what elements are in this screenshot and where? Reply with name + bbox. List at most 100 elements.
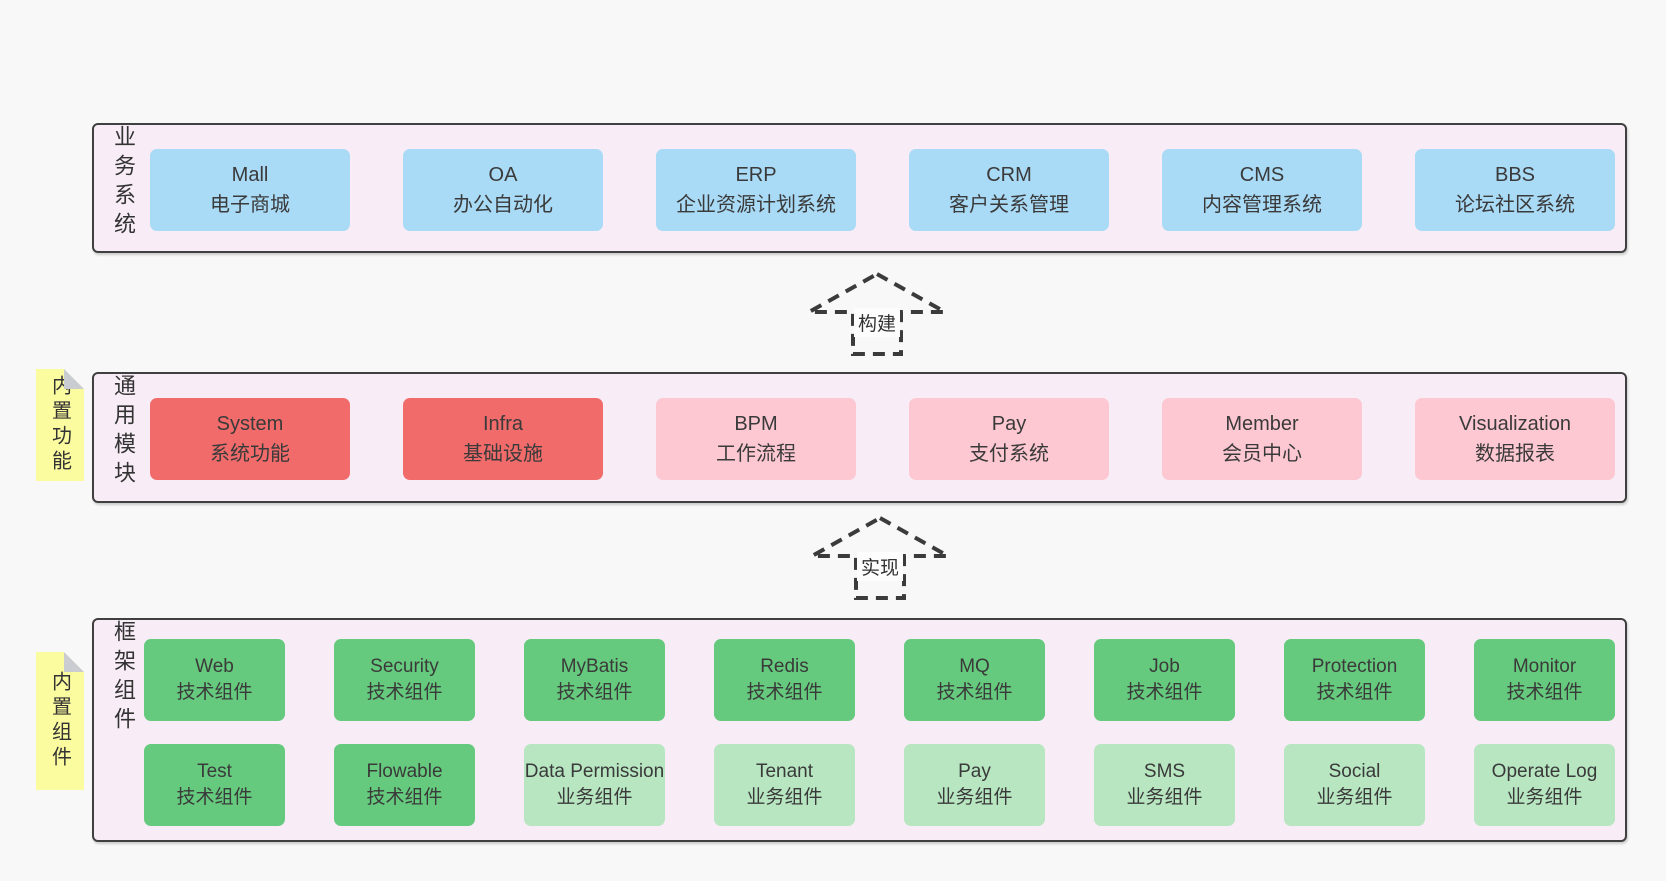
box-erp: ERP 企业资源计划系统	[656, 149, 856, 231]
arrow-up-implement-icon: 实现	[804, 515, 956, 600]
box-title: OA	[488, 164, 518, 186]
box-social: Social 业务组件	[1284, 744, 1425, 826]
box-title: Operate Log	[1491, 761, 1598, 782]
box-title: Security	[370, 656, 439, 677]
box-title: MyBatis	[560, 656, 629, 677]
box-title: Redis	[760, 656, 809, 677]
box-title: Member	[1225, 413, 1299, 435]
box-subtitle: 业务组件	[556, 787, 633, 808]
band-components-label: 框架组件	[111, 620, 136, 736]
box-flowable: Flowable 技术组件	[334, 744, 475, 826]
box-subtitle: 技术组件	[556, 682, 633, 703]
box-subtitle: 业务组件	[1506, 787, 1583, 808]
modules-boxes-row: System 系统功能 Infra 基础设施 BPM 工作流程 Pay 支付系统…	[150, 398, 1615, 480]
band-modules-label: 通用模块	[111, 374, 136, 490]
box-test: Test 技术组件	[144, 744, 285, 826]
box-subtitle: 技术组件	[746, 682, 823, 703]
box-infra: Infra 基础设施	[403, 398, 603, 480]
note-text: 内置功能	[48, 375, 71, 475]
band-common-modules: 通用模块 System 系统功能 Infra 基础设施 BPM 工作流程 Pay…	[92, 372, 1627, 503]
box-title: Web	[195, 656, 234, 677]
box-title: Tenant	[755, 761, 814, 782]
box-member: Member 会员中心	[1162, 398, 1362, 480]
box-title: CMS	[1239, 164, 1285, 186]
box-subtitle: 技术组件	[1316, 682, 1393, 703]
box-subtitle: 办公自动化	[453, 194, 553, 216]
box-redis: Redis 技术组件	[714, 639, 855, 721]
dashed-up-arrow-icon	[801, 271, 953, 356]
box-subtitle: 论坛社区系统	[1455, 194, 1575, 216]
box-bpm: BPM 工作流程	[656, 398, 856, 480]
box-title: Flowable	[366, 761, 443, 782]
box-data-permission: Data Permission 业务组件	[524, 744, 665, 826]
box-title: Test	[197, 761, 232, 782]
box-title: System	[216, 413, 284, 435]
box-subtitle: 业务组件	[746, 787, 823, 808]
box-job: Job 技术组件	[1094, 639, 1235, 721]
band-business-systems: 业务系统 Mall 电子商城 OA 办公自动化 ERP 企业资源计划系统 CRM…	[92, 123, 1627, 253]
note-built-in-features: 内置功能	[36, 369, 84, 481]
box-visualization: Visualization 数据报表	[1415, 398, 1615, 480]
box-title: Visualization	[1459, 413, 1571, 435]
box-mybatis: MyBatis 技术组件	[524, 639, 665, 721]
components-row-2: Test 技术组件 Flowable 技术组件 Data Permission …	[144, 744, 1615, 826]
box-subtitle: 技术组件	[1126, 682, 1203, 703]
box-title: Infra	[482, 413, 524, 435]
box-title: Data Permission	[524, 761, 665, 782]
box-oa: OA 办公自动化	[403, 149, 603, 231]
components-row-1: Web 技术组件 Security 技术组件 MyBatis 技术组件 Redi…	[144, 639, 1615, 721]
box-subtitle: 业务组件	[1126, 787, 1203, 808]
box-crm: CRM 客户关系管理	[909, 149, 1109, 231]
band-business-label: 业务系统	[111, 125, 136, 241]
box-title: BPM	[734, 413, 778, 435]
box-title: Monitor	[1512, 656, 1577, 677]
box-protection: Protection 技术组件	[1284, 639, 1425, 721]
box-security: Security 技术组件	[334, 639, 475, 721]
box-subtitle: 支付系统	[969, 443, 1049, 465]
box-title: Social	[1328, 761, 1381, 782]
box-subtitle: 企业资源计划系统	[676, 194, 836, 216]
business-boxes-row: Mall 电子商城 OA 办公自动化 ERP 企业资源计划系统 CRM 客户关系…	[150, 149, 1615, 231]
box-title: CRM	[986, 164, 1032, 186]
arrow-implement-label: 实现	[856, 552, 904, 581]
box-subtitle: 数据报表	[1475, 443, 1555, 465]
box-title: Mall	[231, 164, 269, 186]
box-subtitle: 业务组件	[936, 787, 1013, 808]
box-subtitle: 技术组件	[366, 682, 443, 703]
box-title: Pay	[958, 761, 991, 782]
box-web: Web 技术组件	[144, 639, 285, 721]
box-title: Job	[1149, 656, 1180, 677]
box-title: Pay	[991, 413, 1027, 435]
box-subtitle: 客户关系管理	[949, 194, 1069, 216]
box-pay-component: Pay 业务组件	[904, 744, 1045, 826]
box-title: ERP	[735, 164, 777, 186]
box-cms: CMS 内容管理系统	[1162, 149, 1362, 231]
box-subtitle: 技术组件	[1506, 682, 1583, 703]
box-system: System 系统功能	[150, 398, 350, 480]
box-monitor: Monitor 技术组件	[1474, 639, 1615, 721]
box-mq: MQ 技术组件	[904, 639, 1045, 721]
box-title: SMS	[1143, 761, 1186, 782]
box-subtitle: 工作流程	[716, 443, 796, 465]
band-framework-components: 框架组件 Web 技术组件 Security 技术组件 MyBatis 技术组件…	[92, 618, 1627, 842]
box-title: MQ	[959, 656, 990, 677]
box-subtitle: 技术组件	[936, 682, 1013, 703]
box-subtitle: 系统功能	[210, 443, 290, 465]
note-built-in-components: 内置组件	[36, 652, 84, 790]
box-subtitle: 会员中心	[1222, 443, 1302, 465]
arrow-build-label: 构建	[853, 308, 901, 337]
box-tenant: Tenant 业务组件	[714, 744, 855, 826]
box-bbs: BBS 论坛社区系统	[1415, 149, 1615, 231]
box-operate-log: Operate Log 业务组件	[1474, 744, 1615, 826]
box-subtitle: 基础设施	[463, 443, 543, 465]
note-text: 内置组件	[48, 671, 71, 771]
box-title: Protection	[1311, 656, 1398, 677]
box-subtitle: 内容管理系统	[1202, 194, 1322, 216]
box-subtitle: 业务组件	[1316, 787, 1393, 808]
box-subtitle: 电子商城	[210, 194, 290, 216]
box-title: BBS	[1494, 164, 1536, 186]
arrow-up-build-icon: 构建	[801, 271, 953, 356]
box-subtitle: 技术组件	[366, 787, 443, 808]
box-subtitle: 技术组件	[176, 682, 253, 703]
